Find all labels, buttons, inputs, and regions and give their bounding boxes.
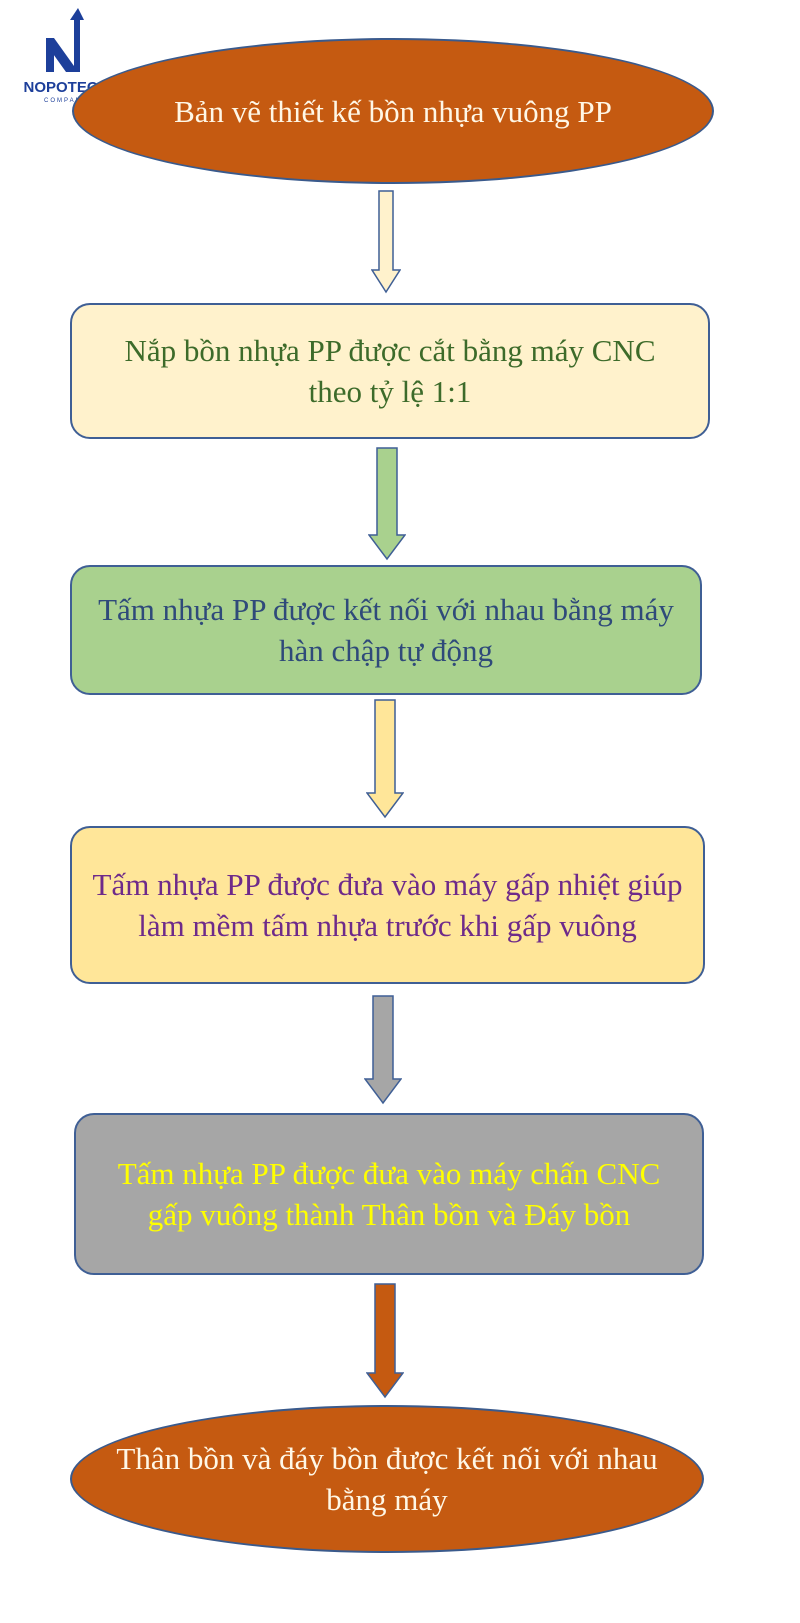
flow-step-start: Bản vẽ thiết kế bồn nhựa vuông PP xyxy=(72,38,714,184)
flow-step-label: Tấm nhựa PP được kết nối với nhau bằng m… xyxy=(98,592,674,668)
logo-mark-icon xyxy=(46,8,84,72)
flow-step-end: Thân bồn và đáy bồn được kết nối với nha… xyxy=(70,1405,704,1553)
logo-subtitle: COMPANY xyxy=(44,98,88,104)
flow-step-weld-sheets: Tấm nhựa PP được kết nối với nhau bằng m… xyxy=(70,565,702,695)
flow-step-label: Bản vẽ thiết kế bồn nhựa vuông PP xyxy=(174,93,612,129)
flow-step-cnc-bend: Tấm nhựa PP được đưa vào máy chấn CNC gấ… xyxy=(74,1113,704,1275)
flow-arrow-5 xyxy=(366,1283,404,1399)
flow-arrow-3 xyxy=(366,699,404,819)
flow-arrow-1 xyxy=(371,190,401,294)
flow-arrow-4 xyxy=(364,995,402,1105)
flow-step-cnc-cut-lid: Nắp bồn nhựa PP được cắt bằng máy CNC th… xyxy=(70,303,710,439)
flow-step-heat-fold: Tấm nhựa PP được đưa vào máy gấp nhiệt g… xyxy=(70,826,705,984)
flow-step-label: Nắp bồn nhựa PP được cắt bằng máy CNC th… xyxy=(124,333,656,409)
flow-step-label: Tấm nhựa PP được đưa vào máy chấn CNC gấ… xyxy=(117,1156,661,1232)
flow-arrow-2 xyxy=(368,447,406,561)
flow-step-label: Thân bồn và đáy bồn được kết nối với nha… xyxy=(116,1441,658,1517)
flow-step-label: Tấm nhựa PP được đưa vào máy gấp nhiệt g… xyxy=(92,867,683,943)
